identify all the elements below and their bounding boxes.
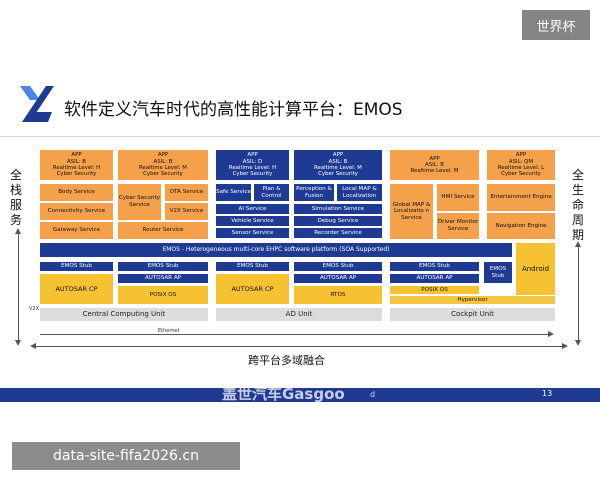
vehicle-service: Vehicle Service — [216, 216, 289, 226]
hypervisor: Hypervisor — [390, 296, 555, 304]
app-header-6: APP ASIL: QM Realtime Level: L Cyber Sec… — [487, 150, 555, 180]
bottom-arrow-right-icon — [562, 343, 568, 349]
right-arrow-line — [578, 245, 579, 342]
emos-stub-3: EMOS Stub — [216, 262, 289, 271]
cockpit-unit: Cockpit Unit — [390, 308, 555, 321]
local-map-service: Local MAP & Localization — [337, 184, 382, 201]
autosar-cp-1: AUTOSAR CP — [40, 274, 113, 304]
connectivity-service: Connectivity Service — [40, 203, 113, 220]
posix-os-2: POSIX OS — [390, 286, 479, 294]
left-arrow-up-icon — [15, 228, 21, 234]
navigation-engine: Navigation Engine — [487, 213, 555, 239]
page-number: 13 — [542, 389, 553, 398]
bottom-arrow-line — [34, 346, 564, 347]
recorder-service: Recorder Service — [294, 228, 382, 238]
autosar-cp-2: AUTOSAR CP — [216, 274, 289, 304]
ota-service: OTA Service — [165, 184, 208, 201]
posix-os-1: POSIX OS — [118, 286, 208, 304]
app-header-4: APP ASIL: B Realtime Level: M Cyber Secu… — [294, 150, 382, 180]
android-block: Android — [516, 243, 555, 295]
app-header-5: APP ASIL: B Realtime Level: M — [390, 150, 479, 180]
autosar-ap-1: AUTOSAR AP — [118, 274, 208, 283]
emos-stub-5: EMOS Stub — [390, 262, 479, 271]
entertainment-engine: Entertainment Engine — [487, 184, 555, 211]
v2x-service: V2X Service — [165, 203, 208, 220]
divider — [0, 136, 600, 137]
perception-fusion-service: Perception & Fusion — [294, 184, 334, 201]
bottom-arrow-left-icon — [30, 343, 36, 349]
emos-stub-2: EMOS Stub — [118, 262, 208, 271]
ethernet-arrow-icon — [548, 331, 554, 337]
ai-service: AI Service — [216, 204, 289, 214]
right-vertical-label: 全生命周期 — [571, 168, 584, 242]
hmi-service: HMI Service — [437, 184, 479, 211]
emos-stub-right: EMOS Stub — [484, 262, 512, 283]
footer-faint-text: d — [370, 390, 376, 399]
autosar-ap-3: AUTOSAR AP — [390, 274, 479, 283]
safe-service: Safe Service — [216, 184, 251, 201]
footer-bar — [0, 388, 600, 402]
bottom-label: 跨平台多域融合 — [248, 354, 325, 367]
driver-monitor-service: Driver Monitor Service — [437, 213, 479, 239]
cyber-security-service: Cyber Security Service — [118, 184, 161, 220]
plan-control-service: Plan & Control — [254, 184, 289, 201]
gasgoo-watermark: 盖世汽车Gasgoo — [222, 385, 345, 403]
site-watermark: data-site-fifa2026.cn — [12, 442, 240, 470]
ethernet-line — [40, 334, 550, 335]
central-computing-unit: Central Computing Unit — [40, 308, 208, 321]
company-logo-icon — [20, 86, 54, 122]
emos-stub-1: EMOS Stub — [40, 262, 113, 271]
left-arrow-down-icon — [15, 340, 21, 346]
app-header-1: APP ASIL: B Realtime Level: H Cyber Secu… — [40, 150, 113, 180]
v2x-tag: V2X — [29, 306, 40, 312]
left-vertical-label: 全栈服务 — [9, 168, 22, 227]
debug-service: Debug Service — [294, 216, 382, 226]
sensor-service: Sensor Service — [216, 228, 289, 238]
worldcup-badge: 世界杯 — [522, 10, 590, 40]
gateway-service: Gateway Service — [40, 222, 113, 239]
router-service: Router Service — [118, 222, 208, 239]
app-header-2: APP ASIL: B Realtime Level: M Cyber Secu… — [118, 150, 208, 180]
simulation-service: Simulation Service — [294, 204, 382, 214]
emos-platform-bar: EMOS - Heterogeneous multi-core EHPC sof… — [40, 243, 512, 257]
right-arrow-down-icon — [575, 340, 581, 346]
emos-stub-4: EMOS Stub — [294, 262, 382, 271]
slide-title: 软件定义汽车时代的高性能计算平台：EMOS — [64, 100, 403, 120]
ad-unit: AD Unit — [216, 308, 382, 321]
ethernet-label: Ethernet — [158, 328, 180, 334]
body-service: Body Service — [40, 184, 113, 201]
left-arrow-line — [18, 232, 19, 342]
right-arrow-up-icon — [575, 241, 581, 247]
rtos: RTOS — [294, 286, 382, 304]
global-map-service: Global MAP & Localizatio n Service — [390, 184, 433, 239]
app-header-3: APP ASIL: D Realtime Level: H Cyber Secu… — [216, 150, 289, 180]
autosar-ap-2: AUTOSAR AP — [294, 274, 382, 283]
